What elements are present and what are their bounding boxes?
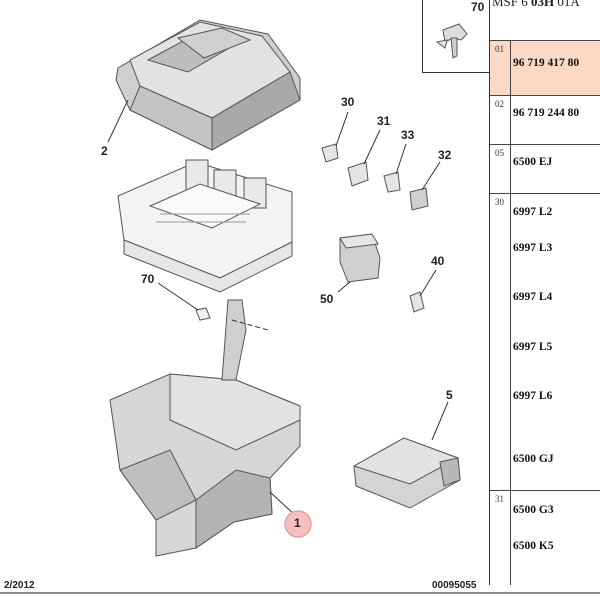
table-row[interactable]: 01 96 719 417 80	[490, 40, 600, 69]
callout-1: 1	[294, 516, 301, 530]
callout-70: 70	[141, 272, 155, 286]
part-relay-50	[339, 233, 381, 283]
part-lower-tray	[109, 299, 301, 557]
leader-line	[157, 282, 199, 311]
reference-number: 6500 K5	[513, 540, 554, 552]
index-column-divider	[510, 40, 511, 585]
reference-number: 6997 L2	[513, 206, 553, 218]
parts-reference-table: 01 96 719 417 80 02 96 719 244 80 05 650…	[489, 40, 600, 585]
part-clip-70	[195, 307, 211, 321]
leader-line	[421, 161, 441, 191]
table-row[interactable]: 02 96 719 244 80	[490, 95, 600, 119]
row-index: 31	[495, 494, 504, 504]
callout-33: 33	[401, 128, 415, 142]
reference-number: 6997 L6	[513, 390, 553, 402]
leader-line	[337, 281, 351, 293]
reference-number: 96 719 417 80	[513, 57, 580, 69]
table-row[interactable]: 30 6997 L2 6997 L3 6997 L4 6997 L5 6997 …	[490, 193, 600, 465]
callout-31: 31	[377, 114, 391, 128]
exploded-parts-diagram	[107, 19, 461, 557]
leader-line	[419, 269, 437, 297]
reference-number: 96 719 244 80	[513, 107, 580, 119]
row-index: 30	[495, 197, 504, 207]
reference-number: 6500 EJ	[513, 156, 553, 168]
inset-clip-drawing	[435, 23, 468, 59]
part-fuse-40	[409, 291, 425, 313]
reference-number: 6997 L5	[513, 341, 553, 353]
leader-line	[363, 129, 381, 165]
document-header: MSF 6 03H 01A	[492, 0, 580, 9]
callout-50: 50	[320, 292, 334, 306]
reference-number: 6500 G3	[513, 504, 554, 516]
part-module-5	[352, 437, 461, 509]
reference-number: 6997 L4	[513, 291, 553, 303]
footer-date: 2/2012	[4, 580, 35, 591]
bottom-divider	[0, 592, 600, 594]
reference-number: 6997 L3	[513, 242, 553, 254]
callout-2: 2	[101, 144, 108, 158]
callout-5: 5	[446, 388, 453, 402]
inset-label: 70	[471, 0, 485, 14]
inset-box-70: 70	[422, 0, 490, 73]
leader-line	[431, 401, 449, 441]
table-row[interactable]: 05 6500 EJ	[490, 144, 600, 168]
callout-highlight-circle	[284, 510, 312, 538]
leader-line	[395, 143, 407, 175]
part-cover	[115, 19, 301, 151]
callout-30: 30	[341, 95, 355, 109]
row-index: 02	[495, 99, 504, 109]
footer-code: 00095055	[432, 580, 477, 591]
leader-line	[335, 111, 349, 147]
row-index: 01	[495, 44, 504, 54]
highlighted-row-background	[490, 41, 600, 95]
callout-32: 32	[438, 148, 452, 162]
callout-40: 40	[431, 254, 445, 268]
leader-line	[231, 319, 269, 331]
table-row[interactable]: 31 6500 G3 6500 K5	[490, 490, 600, 552]
part-fuses	[321, 143, 429, 211]
part-fuse-box	[117, 159, 293, 293]
reference-number: 6500 GJ	[513, 453, 554, 465]
row-index: 05	[495, 148, 504, 158]
leader-line	[107, 99, 129, 143]
